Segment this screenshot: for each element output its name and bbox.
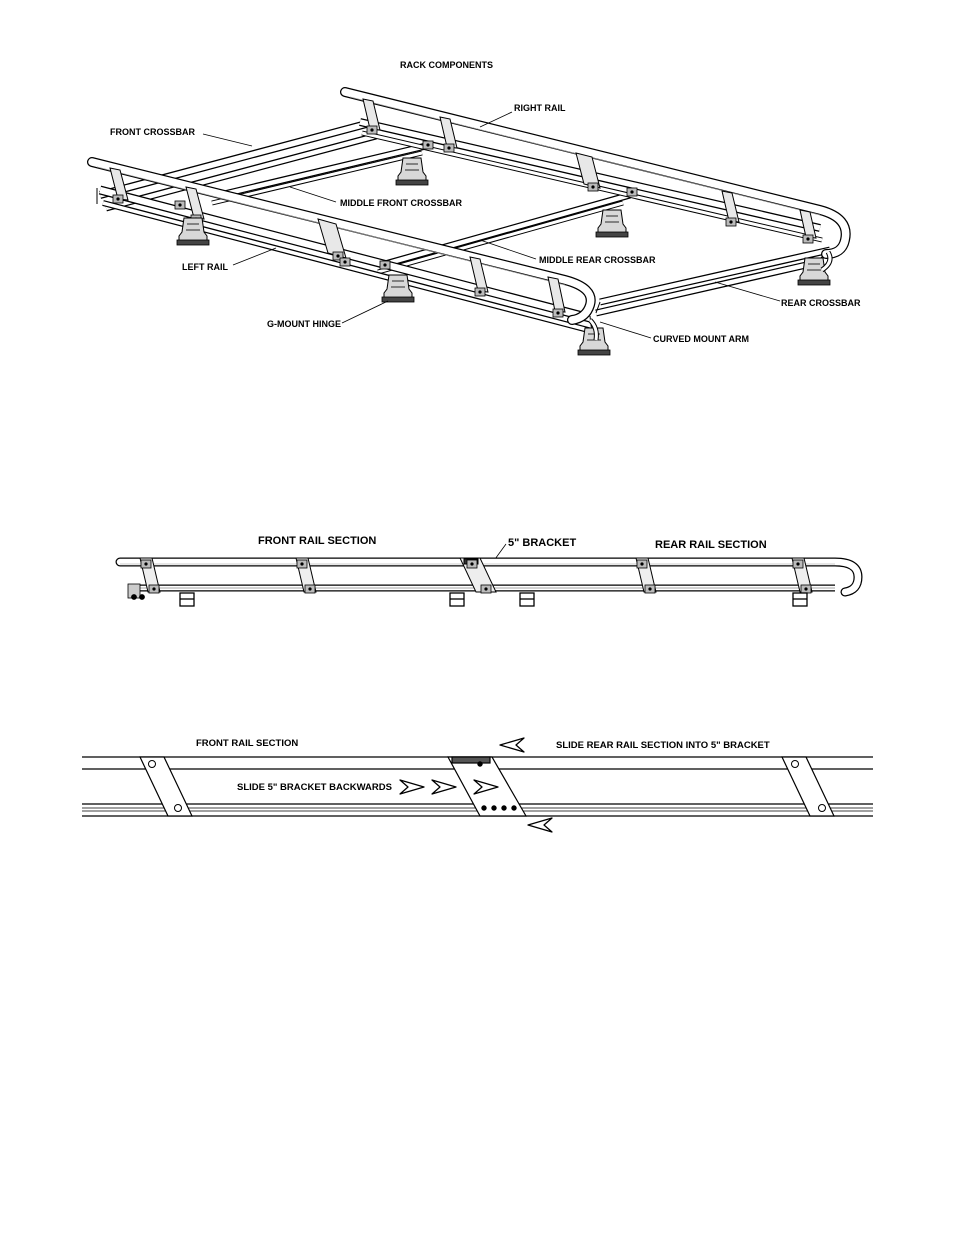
middle-front-crossbar-part [211, 141, 431, 206]
arrow-slide-rear-rail-bottom [527, 817, 553, 833]
label-middle-rear-crossbar: MIDDLE REAR CROSSBAR [539, 255, 656, 265]
label-slide-rear-rail: SLIDE REAR RAIL SECTION INTO 5" BRACKET [556, 740, 770, 751]
mount-squares [179, 592, 808, 607]
detail-bolts [148, 760, 826, 812]
left-rail-brackets [109, 167, 566, 313]
label-rear-crossbar: REAR CROSSBAR [781, 298, 861, 308]
label-rear-rail-section: REAR RAIL SECTION [655, 539, 767, 551]
arrows-slide-bracket-backwards [399, 779, 499, 795]
right-rail-brackets [362, 98, 817, 239]
figure-title: RACK COMPONENTS [400, 60, 493, 70]
rack-components-figure: RACK COMPONENTS [87, 60, 861, 356]
curved-mount-arm-part [588, 250, 833, 341]
label-left-rail: LEFT RAIL [182, 262, 228, 272]
label-front-crossbar: FRONT CROSSBAR [110, 127, 195, 137]
slide-detail-figure: FRONT RAIL SECTION SLIDE REAR RAIL SECTI… [82, 737, 873, 833]
label-g-mount-hinge: G-MOUNT HINGE [267, 319, 341, 329]
front-end-clamp [127, 583, 145, 600]
middle-rear-crossbar-part [377, 191, 631, 275]
leader-lines [202, 111, 781, 339]
label-slide-bracket-backwards: SLIDE 5" BRACKET BACKWARDS [237, 782, 392, 793]
detail-brackets [139, 756, 835, 817]
label-detail-front-rail-section: FRONT RAIL SECTION [196, 738, 298, 749]
label-middle-front-crossbar: MIDDLE FRONT CROSSBAR [340, 198, 462, 208]
label-right-rail: RIGHT RAIL [514, 103, 566, 113]
rail-sections-figure: FRONT RAIL SECTION 5" BRACKET REAR RAIL … [115, 535, 863, 607]
label-5in-bracket: 5" BRACKET [508, 537, 576, 549]
label-curved-mount-arm: CURVED MOUNT ARM [653, 334, 749, 344]
arrow-slide-rear-rail-top [499, 737, 525, 753]
label-front-rail-section: FRONT RAIL SECTION [258, 535, 376, 547]
front-crossbar-part [98, 119, 377, 212]
